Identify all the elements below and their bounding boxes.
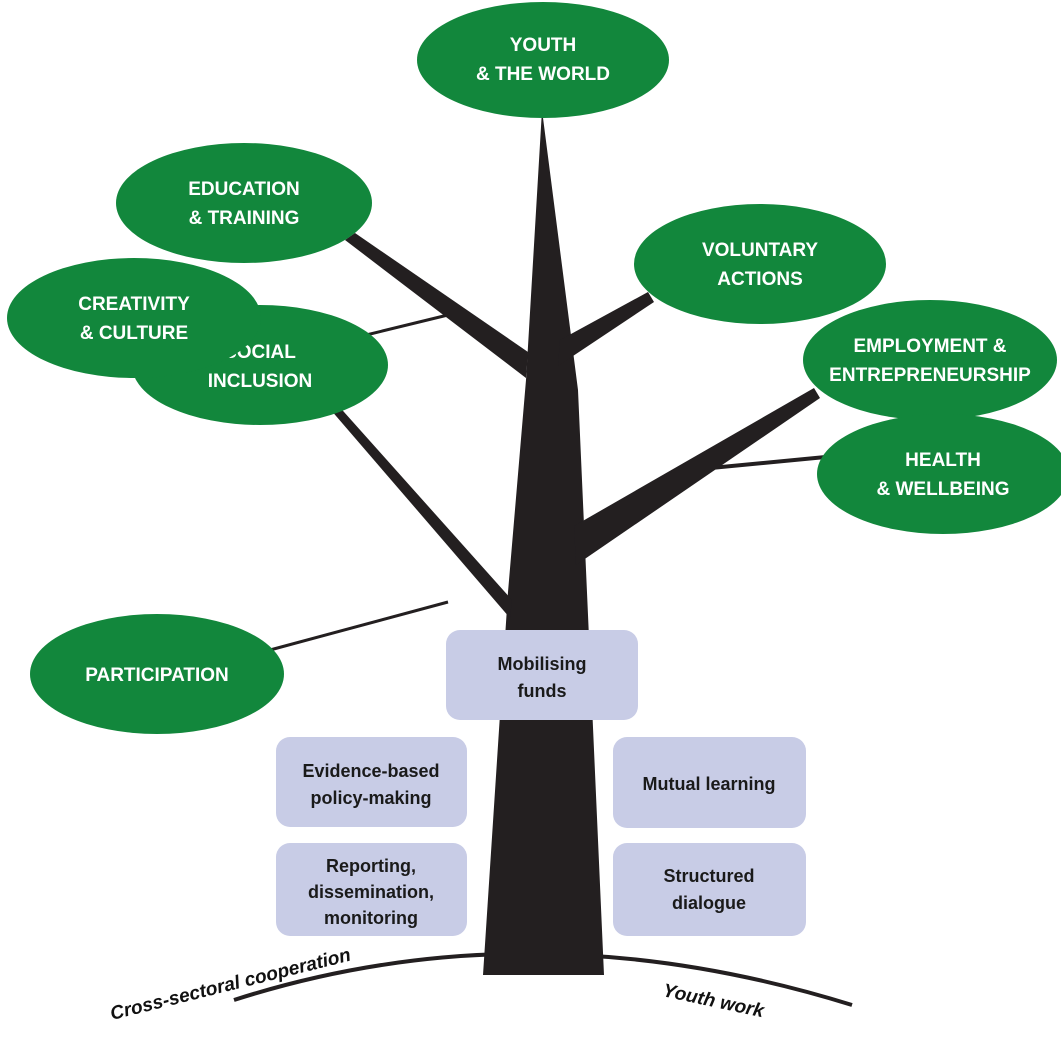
box-reporting-line1: Reporting, — [326, 856, 416, 876]
box-mutual-line1: Mutual learning — [642, 774, 775, 794]
branch-education — [345, 233, 528, 378]
box-mobilising-line2: funds — [518, 681, 567, 701]
branch-employment — [574, 388, 820, 565]
box-mutual-learning: Mutual learning — [613, 737, 806, 828]
social-inclusion-connector — [361, 312, 453, 338]
trunk — [483, 110, 604, 975]
box-mobilising-funds: Mobilising funds — [446, 630, 638, 720]
leaf-employment-line1: EMPLOYMENT & — [853, 336, 1006, 357]
box-mobilising-line1: Mobilising — [498, 654, 587, 674]
leaf-participation-line1: PARTICIPATION — [85, 665, 229, 686]
box-structured-dialogue: Structured dialogue — [613, 843, 806, 936]
leaf-youth-world: YOUTH & THE WORLD — [417, 2, 669, 118]
leaf-social-line2: INCLUSION — [208, 371, 313, 392]
leaf-employment-entrepreneurship: EMPLOYMENT & ENTREPRENEURSHIP — [803, 300, 1057, 420]
leaf-youth-world-line2: & THE WORLD — [476, 64, 610, 85]
leaf-health-line2: & WELLBEING — [877, 479, 1010, 500]
leaf-youth-world-line1: YOUTH — [510, 35, 577, 56]
leaf-education-line2: & TRAINING — [189, 208, 300, 229]
branch-voluntary — [558, 292, 654, 366]
box-evidence-line2: policy-making — [310, 788, 431, 808]
box-structured-line1: Structured — [663, 866, 754, 886]
leaf-voluntary-line2: ACTIONS — [717, 269, 803, 290]
leaf-creativity-line2: & CULTURE — [80, 323, 188, 344]
leaf-creativity-line1: CREATIVITY — [78, 294, 190, 315]
ground-label-cross-sectoral: Cross-sectoral cooperation — [108, 945, 353, 1025]
leaf-employment-line2: ENTREPRENEURSHIP — [829, 365, 1031, 386]
box-reporting-line3: monitoring — [324, 908, 418, 928]
leaf-health-line1: HEALTH — [905, 450, 981, 471]
leaf-voluntary-line1: VOLUNTARY — [702, 240, 818, 261]
leaf-education-training: EDUCATION & TRAINING — [116, 143, 372, 263]
ground-label-youth-work: Youth work — [661, 980, 767, 1022]
box-reporting-dissemination: Reporting, dissemination, monitoring — [276, 843, 467, 936]
leaf-voluntary-actions: VOLUNTARY ACTIONS — [634, 204, 886, 324]
participation-connector — [269, 600, 449, 652]
leaf-education-line1: EDUCATION — [188, 179, 300, 200]
leaf-participation: PARTICIPATION — [30, 614, 284, 734]
box-reporting-line2: dissemination, — [308, 882, 434, 902]
leaf-creativity-culture: CREATIVITY & CULTURE — [7, 258, 261, 378]
box-evidence-based-policy: Evidence-based policy-making — [276, 737, 467, 827]
box-structured-line2: dialogue — [672, 893, 746, 913]
box-evidence-line1: Evidence-based — [302, 761, 439, 781]
leaf-health-wellbeing: HEALTH & WELLBEING — [817, 414, 1061, 534]
